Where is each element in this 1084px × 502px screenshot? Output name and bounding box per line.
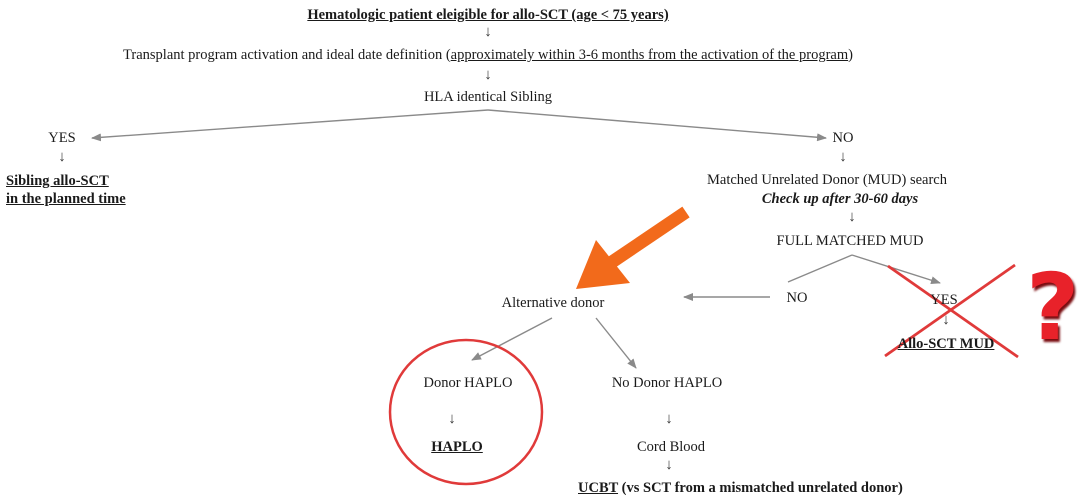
mud-search-label: Matched Unrelated Donor (MUD) search	[707, 172, 947, 188]
connector-to-no	[487, 109, 827, 142]
ucbt-label: UCBT	[578, 480, 619, 496]
arrow-down-icon: ↓	[942, 312, 950, 328]
program-activation-window: approximately within 3-6 months from the…	[450, 47, 849, 63]
arrow-down-icon: ↓	[665, 457, 673, 473]
connector-mud-to-yes	[851, 254, 941, 285]
connector-to-yes	[91, 109, 489, 142]
yes-label: YES	[48, 130, 76, 146]
arrow-down-icon: ↓	[448, 411, 456, 427]
sibling-allo-sct-line1: Sibling allo-SCT	[6, 173, 109, 189]
question-mark-icon: ?	[1026, 254, 1080, 361]
arrow-down-icon: ↓	[665, 411, 673, 427]
no-label: NO	[832, 130, 854, 146]
orange-arrow-icon	[576, 206, 690, 289]
connector-mud-to-no	[787, 254, 853, 283]
full-match-no-label: NO	[786, 290, 808, 306]
arrow-down-icon: ↓	[839, 149, 847, 165]
full-matched-mud-label: FULL MATCHED MUD	[776, 233, 924, 249]
arrow-down-icon: ↓	[848, 209, 856, 225]
alternative-donor-label: Alternative donor	[501, 295, 605, 311]
haplo-highlight-circle	[388, 338, 544, 486]
arrow-down-icon: ↓	[484, 67, 492, 83]
program-activation-suffix: )	[848, 47, 853, 63]
sibling-allo-sct-line2: in the planned time	[6, 191, 126, 207]
full-match-yes-label: YES	[930, 292, 958, 308]
checkup-label: Check up after 30-60 days	[761, 191, 919, 207]
no-donor-haplo-label: No Donor HAPLO	[611, 375, 723, 391]
arrow-down-icon: ↓	[484, 24, 492, 40]
donor-haplo-label: Donor HAPLO	[423, 375, 513, 391]
haplo-result-label: HAPLO	[431, 439, 483, 455]
cord-blood-label: Cord Blood	[636, 439, 706, 455]
arrow-down-icon: ↓	[58, 149, 66, 165]
eligibility-title: Hematologic patient eleigible for allo-S…	[307, 7, 669, 23]
ucbt-note: (vs SCT from a mismatched unrelated dono…	[618, 480, 903, 496]
hla-sibling-question: HLA identical Sibling	[423, 89, 553, 105]
ucbt-result: UCBT (vs SCT from a mismatched unrelated…	[578, 480, 903, 497]
connector-to-donor-haplo	[471, 317, 553, 361]
connector-to-no-donor-haplo	[595, 317, 637, 369]
program-activation-prefix: Transplant program activation and ideal …	[123, 47, 451, 63]
cross-out-icon	[884, 263, 1019, 359]
allo-sct-mud-label: Allo-SCT MUD	[897, 336, 995, 352]
program-activation-text: Transplant program activation and ideal …	[123, 47, 853, 64]
